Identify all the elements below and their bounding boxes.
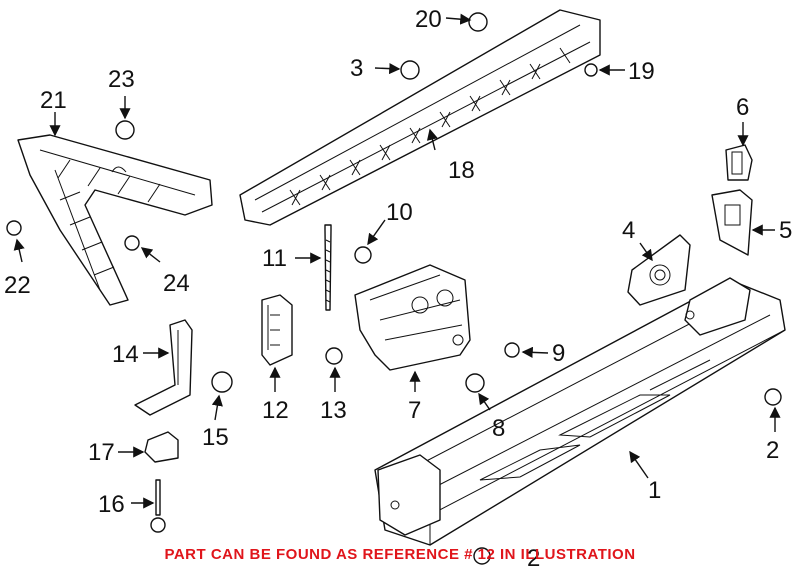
callout-8: 8	[492, 415, 505, 442]
leader-arrows	[13, 13, 781, 509]
part-10-nut	[354, 246, 372, 264]
callout-11: 11	[262, 245, 287, 272]
callout-2-bottom: 2	[527, 545, 540, 572]
part-12-bracket	[261, 294, 293, 366]
callout-22: 22	[4, 272, 31, 299]
part-15-nut	[211, 371, 233, 393]
part-6-clip	[725, 144, 753, 181]
part-11-bolt	[324, 224, 332, 311]
part-21-side-bracket	[17, 134, 213, 306]
callout-20: 20	[415, 6, 442, 33]
callout-24: 24	[163, 270, 190, 297]
part-8-nut	[465, 373, 485, 393]
callout-18: 18	[448, 157, 475, 184]
part-23-nut	[115, 120, 135, 140]
callout-9: 9	[552, 340, 565, 367]
callout-4: 4	[622, 217, 635, 244]
part-22-screw	[6, 220, 22, 236]
part-2-bolt-b	[473, 547, 491, 565]
part-1-bumper-reinforcement	[374, 277, 786, 546]
callout-23: 23	[108, 66, 135, 93]
callout-5: 5	[779, 217, 792, 244]
callout-12: 12	[262, 397, 289, 424]
part-24-bolt	[124, 235, 140, 251]
caption-text: PART CAN BE FOUND AS REFERENCE # 12 IN I…	[164, 546, 636, 563]
callout-14: 14	[112, 341, 139, 368]
part-7-bracket	[354, 264, 471, 371]
callout-numbers: 20 3 19 23 21 6 18 5 10 4 11 22 24 14 9 …	[4, 6, 792, 572]
fasteners	[6, 12, 782, 565]
callout-16: 16	[98, 491, 125, 518]
callout-10: 10	[386, 199, 413, 226]
part-2-bolt-a	[764, 388, 782, 406]
part-4-plate	[627, 234, 691, 306]
callout-1: 1	[648, 477, 661, 504]
callout-6: 6	[736, 94, 749, 121]
part-14-bracket	[134, 319, 193, 416]
part-9-screw	[504, 342, 520, 358]
callout-17: 17	[88, 439, 115, 466]
callout-3: 3	[350, 55, 363, 82]
part-19-screw	[584, 63, 598, 77]
callout-7: 7	[408, 397, 421, 424]
part-17-clip	[144, 431, 179, 463]
part-18-absorber-rail	[239, 9, 601, 226]
callout-19: 19	[628, 58, 655, 85]
callout-15: 15	[202, 424, 229, 451]
callout-13: 13	[320, 397, 347, 424]
callout-21: 21	[40, 87, 67, 114]
reference-caption: PART CAN BE FOUND AS REFERENCE # 12 IN I…	[0, 546, 800, 563]
callout-2-right: 2	[766, 437, 779, 464]
part-13-bolt	[325, 347, 343, 365]
part-3-nut	[400, 60, 420, 80]
part-16-stud	[150, 479, 166, 533]
part-20-nut	[468, 12, 488, 32]
part-5-bracket	[711, 189, 753, 256]
